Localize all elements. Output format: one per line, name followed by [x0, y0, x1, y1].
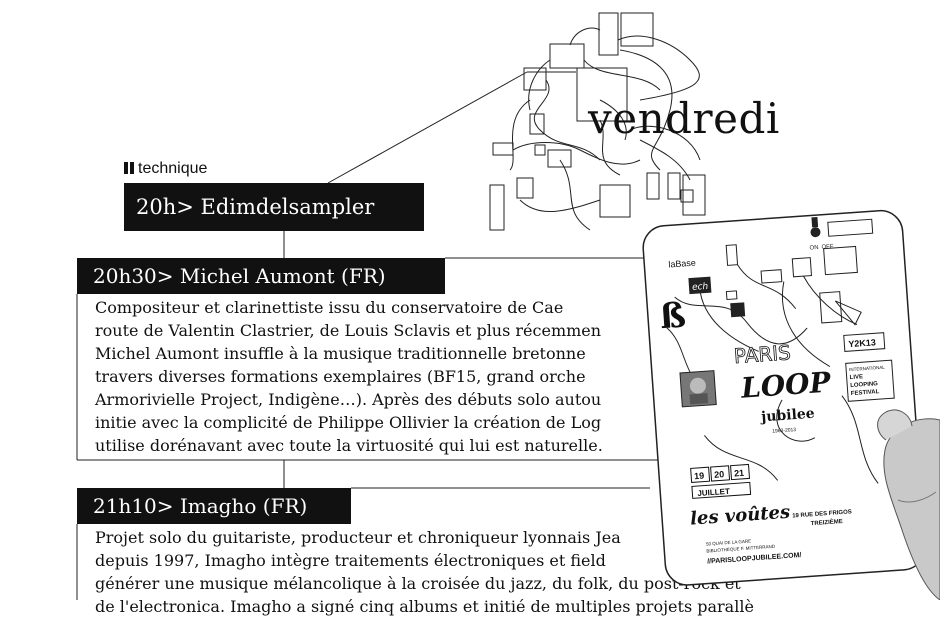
flyer-title-loop: LOOP: [739, 365, 833, 404]
desc-line: depuis 1997, Imagho intègre traitements …: [95, 551, 606, 570]
flyer-quay-2: BIBLIOTHÈQUE F. MITTERRAND: [706, 543, 776, 554]
desc-line: Armorivielle Project, Indigène…). Après …: [95, 390, 602, 409]
flyer-loop-symbol: ß: [659, 295, 688, 337]
desc-line: générer une musique mélancolique à la cr…: [95, 574, 741, 593]
bars-icon: [124, 162, 136, 174]
power-switch-icon: [810, 227, 821, 238]
flyer-day-20: 20: [714, 469, 725, 480]
desc-line: Compositeur et clarinettiste issu du con…: [95, 298, 564, 317]
technique-label: technique: [124, 160, 207, 178]
flyer-address-2: TREIZIÈME: [810, 517, 842, 527]
flyer-quay-1: 50 QUAI DE LA GARE: [706, 538, 752, 546]
flyer-month: JUILLET: [697, 487, 730, 498]
desc-line: utilise dorénavant avec toute la virtuos…: [95, 436, 603, 455]
desc-line: Michel Aumont insuffle à la musique trad…: [95, 344, 586, 363]
flyer-festival-4: FESTIVAL: [851, 389, 880, 397]
wiring-illustration: [76, 12, 706, 600]
flyer-labase: laBase: [668, 258, 696, 270]
flyer-day-19: 19: [694, 471, 705, 482]
slot-heading-edimdelsampler: 20h> Edimdelsampler: [124, 183, 424, 231]
slot-heading-imagho: 21h10> Imagho (FR): [77, 488, 351, 524]
meter-icon: [827, 218, 874, 237]
flyer-day-21: 21: [734, 468, 745, 479]
slot-description-michel-aumont: Compositeur et clarinettiste issu du con…: [95, 296, 603, 457]
desc-line: initie avec la complicité de Philippe Ol…: [95, 413, 602, 432]
desc-line: route de Valentin Clastrier, de Louis Sc…: [95, 321, 602, 340]
flyer-festival-1: INTERNATIONAL: [849, 365, 885, 373]
desc-line: travers diverses formations exemplaires …: [95, 367, 586, 386]
flyer-festival-3: LOOPING: [850, 381, 878, 389]
trumpet-icon: [834, 300, 862, 326]
flyer-years: 1963-2013: [772, 427, 796, 435]
flyer-ech: ech: [692, 282, 709, 293]
flyer-title-jubilee: jubilee: [759, 406, 816, 426]
flyer-festival-2: LIVE: [850, 374, 864, 381]
day-title: vendredi: [588, 94, 780, 143]
ech-box: [688, 276, 712, 295]
flyer-address-1: 19 RUE DES FRIGOS: [792, 509, 852, 519]
technique-label-text: technique: [138, 160, 208, 177]
flyer-tag: Y2K13: [848, 337, 876, 349]
switch-on-label: ON: [809, 245, 818, 252]
festival-flyer: ON OFF laBase ech ß PARIS LOOP: [642, 209, 940, 600]
slot-heading-michel-aumont: 20h30> Michel Aumont (FR): [77, 258, 445, 294]
switch-off-label: OFF: [821, 244, 834, 251]
flyer-title-paris: PARIS: [733, 340, 791, 368]
desc-line: Projet solo du guitariste, producteur et…: [95, 528, 621, 547]
